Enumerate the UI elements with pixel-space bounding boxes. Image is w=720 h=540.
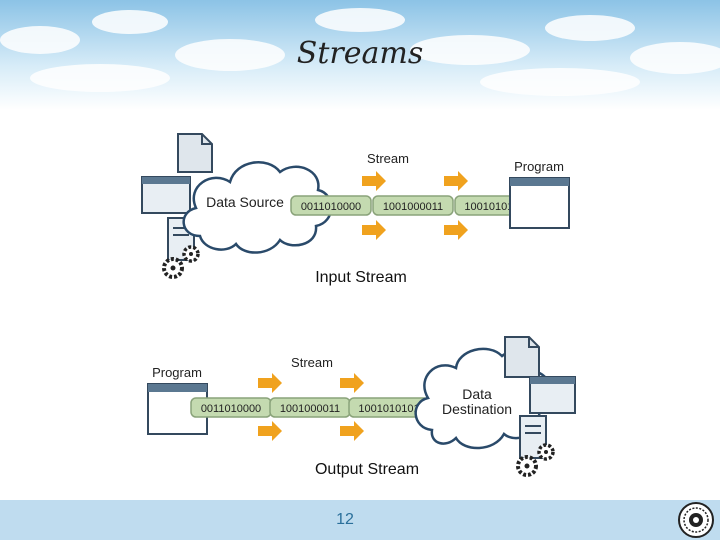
program-window-icon (509, 177, 570, 229)
bit-sequence: 1001000011 (383, 201, 443, 213)
university-seal-icon (678, 502, 714, 538)
bit-sequence: 0011010000 (201, 403, 261, 415)
data-source-label: Data Source (206, 194, 284, 210)
page-number: 12 (336, 511, 354, 528)
computer-window-icon (141, 176, 191, 214)
program-label: Program (152, 365, 202, 380)
bit-sequence: 0011010000 (301, 201, 361, 213)
footer-bar (0, 500, 720, 540)
arrow-right-icon (340, 421, 364, 441)
arrow-right-icon (362, 171, 386, 191)
program-label: Program (514, 159, 564, 174)
cloud-icon (182, 161, 333, 254)
arrow-right-icon (444, 171, 468, 191)
gear-icon (516, 443, 555, 477)
slide-title: Streams (296, 36, 424, 71)
arrow-right-icon (362, 220, 386, 240)
input-stream-label: Stream (367, 151, 409, 166)
arrow-right-icon (340, 373, 364, 393)
bit-sequence: 1001000011 (280, 403, 340, 415)
bit-sequence: 1001010101 (358, 403, 419, 415)
gear-icon (162, 245, 200, 279)
sky-header-background (0, 0, 720, 110)
arrow-right-icon (258, 421, 282, 441)
output-stream-label: Stream (291, 355, 333, 370)
data-destination-label-line1: Data (462, 386, 492, 402)
data-destination-label-line2: Destination (442, 401, 512, 417)
output-stream-caption: Output Stream (314, 461, 420, 478)
arrow-right-icon (444, 220, 468, 240)
computer-window-icon (529, 376, 576, 414)
input-stream-caption: Input Stream (315, 269, 407, 286)
document-icon (504, 336, 540, 378)
arrow-right-icon (258, 373, 282, 393)
document-icon (177, 133, 213, 173)
